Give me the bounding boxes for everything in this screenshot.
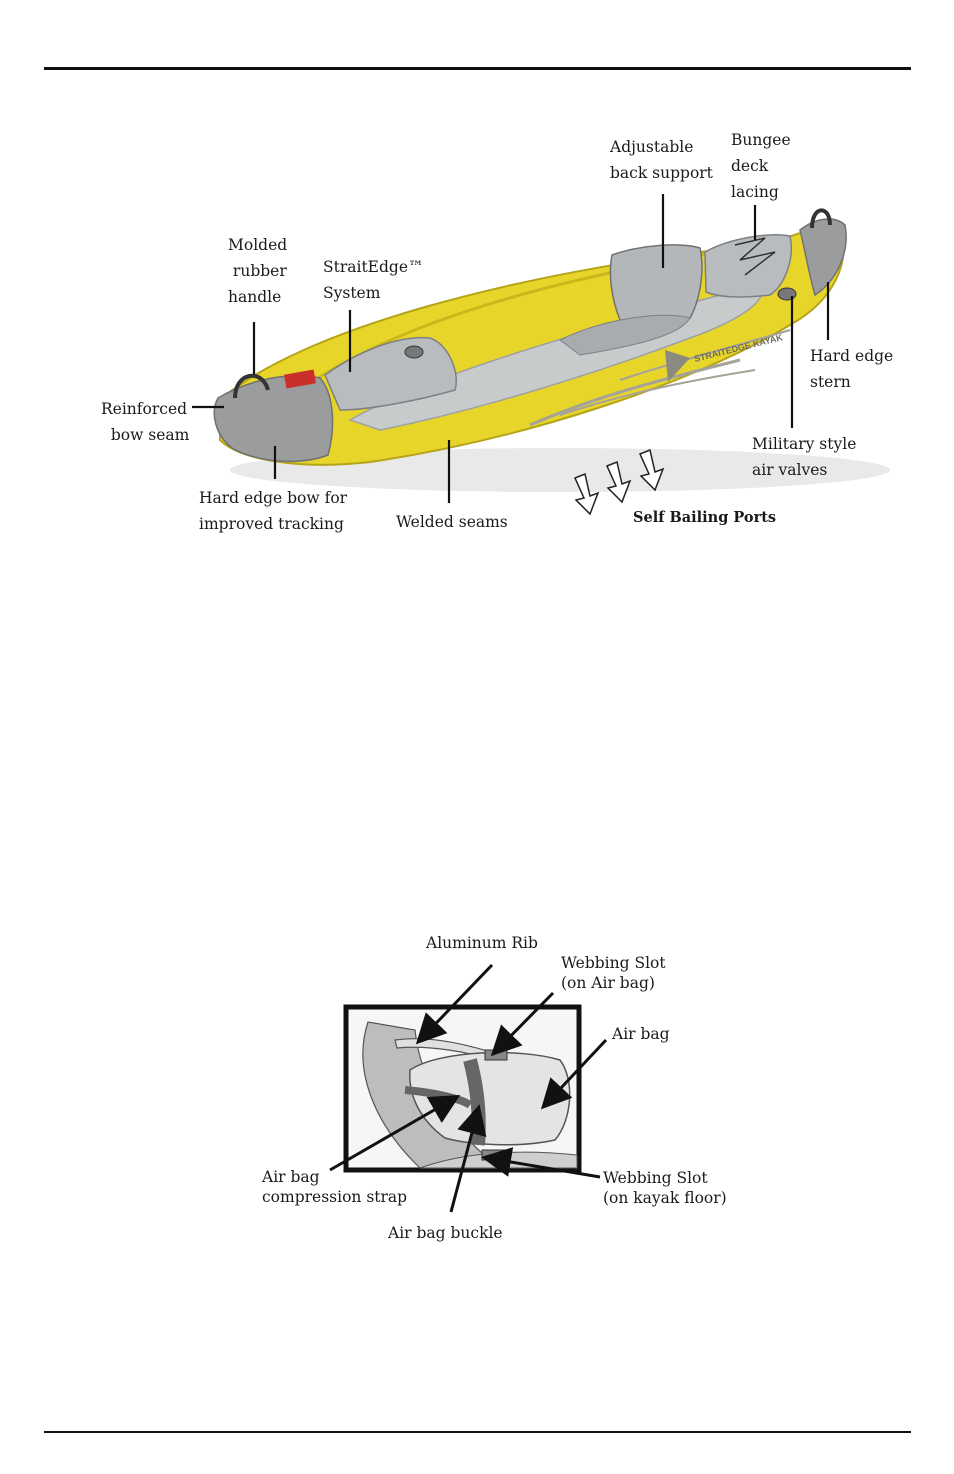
label-molded-rubber-handle: Molded rubber handle — [228, 236, 288, 306]
rear-airbag — [704, 234, 792, 298]
top-rule — [44, 67, 911, 70]
kayak-bow — [213, 375, 334, 463]
label-welded-seams: Welded seams — [396, 513, 508, 531]
label-hard-edge-stern: Hard edge stern — [810, 347, 894, 391]
label-aluminum-rib: Aluminum Rib — [426, 934, 538, 952]
stern-handle — [810, 208, 832, 229]
kayak-stern — [799, 218, 847, 297]
bow-handle — [233, 373, 270, 399]
label-webbing-slot-floor: Webbing Slot (on kayak floor) — [603, 1169, 727, 1207]
label-air-bag-buckle: Air bag buckle — [388, 1224, 503, 1242]
kayak-figure: STRAITEDGE KAYAK — [192, 194, 890, 516]
straitedge-tag — [284, 369, 316, 389]
label-straitedge-system: StraitEdge™ System — [323, 258, 424, 302]
label-reinforced-bow-seam: Reinforced bow seam — [101, 400, 190, 444]
label-adjustable-back-support: Adjustable back support — [610, 138, 713, 182]
label-compression-strap: Air bag compression strap — [262, 1168, 408, 1206]
self-bailing-arrows — [573, 448, 665, 516]
bottom-rule — [44, 1431, 911, 1433]
label-hard-edge-bow: Hard edge bow for improved tracking — [199, 489, 348, 533]
front-airbag — [324, 336, 457, 411]
label-webbing-slot-airbag: Webbing Slot (on Air bag) — [561, 954, 666, 992]
label-bungee-deck-lacing: Bungee deck lacing — [731, 131, 791, 201]
label-military-air-valves: Military style air valves — [752, 435, 857, 479]
label-self-bailing-ports: Self Bailing Ports — [633, 509, 777, 526]
label-air-bag: Air bag — [612, 1025, 670, 1043]
